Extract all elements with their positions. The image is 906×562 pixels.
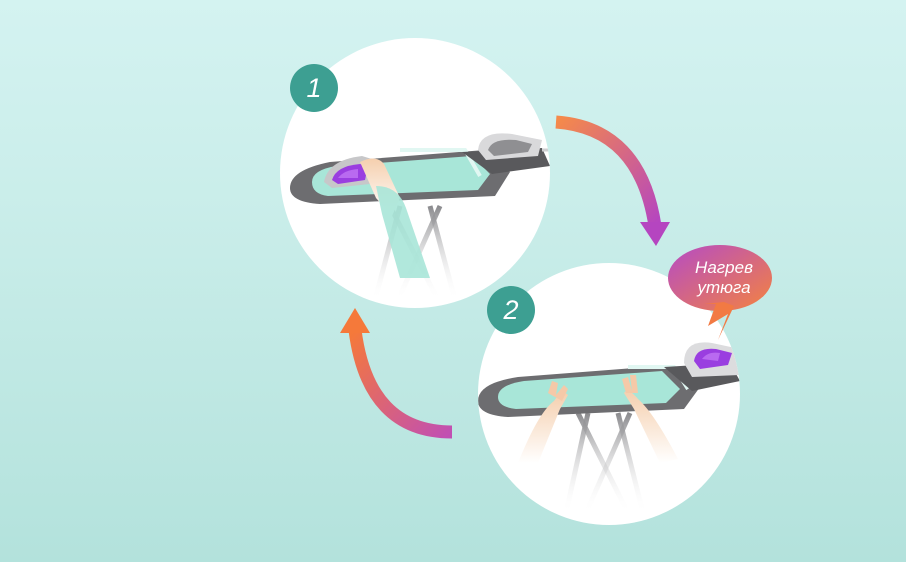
arrow-step1-to-step2-icon <box>556 122 670 246</box>
step-2-badge: 2 <box>487 286 535 334</box>
ironing-board-icon <box>478 363 740 513</box>
bubble-line-1: Нагрев <box>674 258 774 278</box>
speech-bubble-text: Нагрев утюга <box>674 258 774 298</box>
arrow-step2-to-step1-icon <box>340 308 452 432</box>
bubble-line-2: утюга <box>674 278 774 298</box>
heating-speech-bubble: Нагрев утюга <box>664 244 784 350</box>
step-1-badge: 1 <box>290 64 338 112</box>
